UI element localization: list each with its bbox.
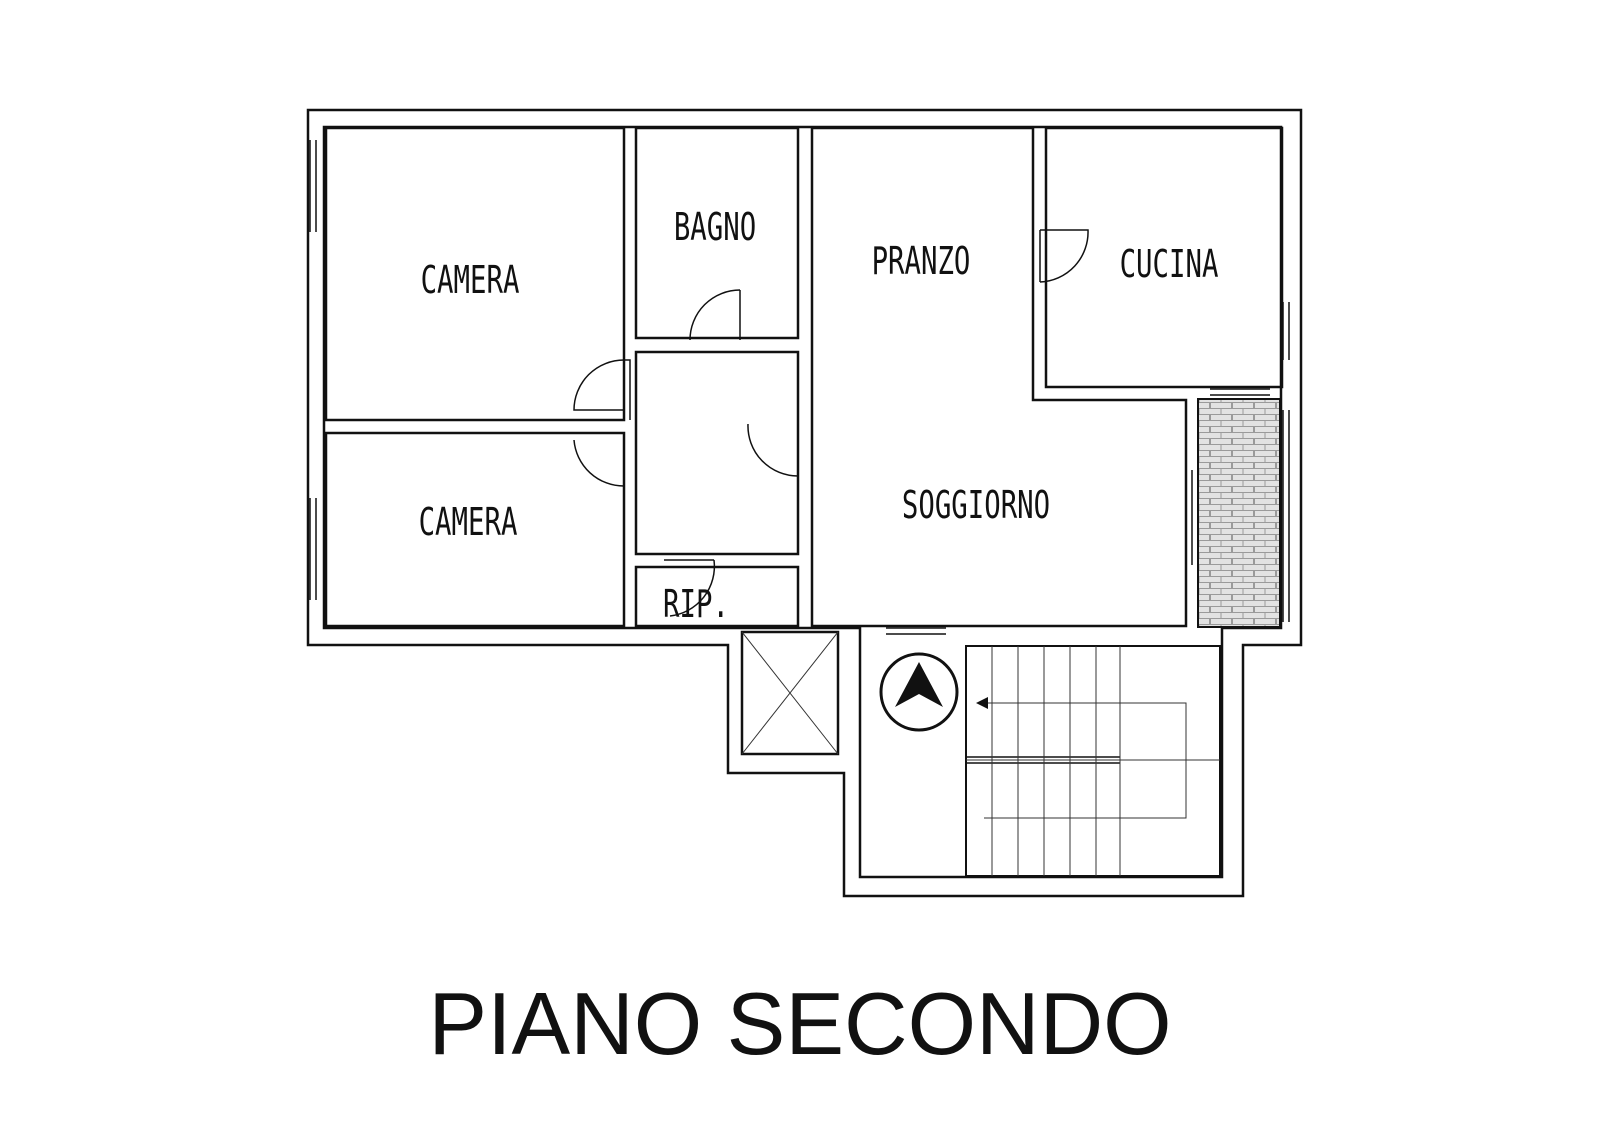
room-label-cucina: CUCINA [1120,241,1219,286]
room-label-ripostiglio: RIP. [663,581,729,626]
room-label-camera-top: CAMERA [421,257,520,302]
room-label-bagno: BAGNO [674,204,756,249]
north-arrow-icon [879,652,959,732]
hallway [634,350,800,556]
room-ripostiglio: RIP. [634,565,800,628]
elevator-shaft-icon [740,630,840,756]
room-cucina: CUCINA [1044,126,1284,389]
room-label-camera-bottom: CAMERA [419,499,518,544]
doors [573,229,1089,617]
room-label-soggiorno: SOGGIORNO [902,482,1050,527]
windows [309,140,1290,635]
staircase-icon [965,645,1221,877]
room-pranzo-soggiorno: PRANZO SOGGIORNO [810,126,1188,628]
floor-title: PIANO SECONDO [428,974,1171,1073]
room-label-pranzo: PRANZO [872,238,971,283]
room-camera-bottom: CAMERA [324,431,626,628]
room-camera-top: CAMERA [324,126,626,422]
room-bagno: BAGNO [634,126,800,340]
chimney-column [1197,398,1281,628]
